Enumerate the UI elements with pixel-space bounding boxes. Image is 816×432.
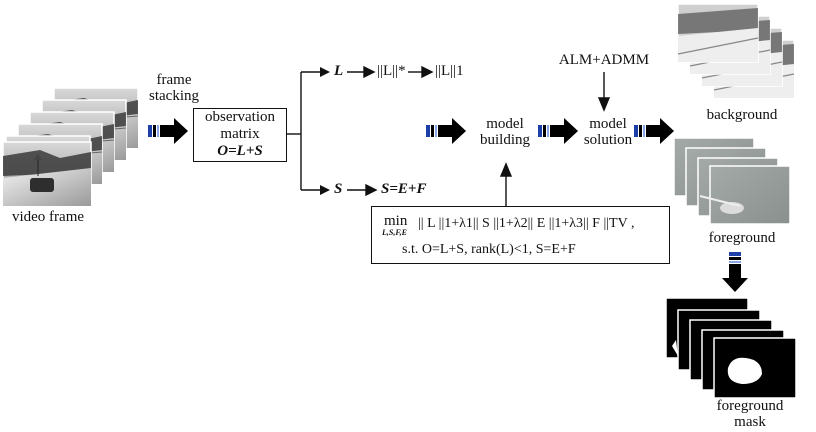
observation-equation: O=L+S [217, 143, 263, 159]
arrow-to-S [320, 185, 330, 195]
S-chain-arrows [347, 183, 378, 197]
arrow-formula-to-building [499, 162, 513, 206]
front-video-frame [2, 141, 92, 207]
video-frame-label: video frame [11, 209, 85, 225]
nuclear-norm-label: ||L||* [377, 63, 406, 79]
foreground-mask-label-1: foreground [716, 398, 784, 414]
foreground-mask-label-2: mask [734, 414, 766, 430]
L-chain-arrows [347, 65, 434, 79]
observation-label: observation [205, 109, 275, 125]
S-symbol: S [334, 181, 343, 197]
branch-connector [287, 71, 320, 191]
foreground-mask-stack [665, 297, 797, 399]
constraint-text: s.t. O=L+S, rank(L)<1, S=E+F [402, 242, 576, 257]
model-building-label-1: model [486, 116, 524, 132]
arrow-to-model-building [426, 118, 466, 144]
mask-blob [727, 357, 762, 384]
observation-matrix-box: observation matrix O=L+S [193, 108, 287, 162]
model-solution-label-2: solution [583, 132, 633, 148]
L-symbol: L [334, 63, 344, 79]
car-shape [30, 178, 54, 192]
matrix-label: matrix [220, 126, 260, 142]
background-label: background [706, 107, 778, 123]
model-building-label-2: building [479, 132, 530, 148]
arrow-foreground-to-mask [722, 252, 748, 292]
arrow-stacking-to-observation [148, 118, 188, 144]
S-decomposition-label: S=E+F [381, 181, 427, 197]
foreground-label: foreground [708, 230, 776, 246]
arrow-alm-to-solution [597, 72, 611, 112]
arrow-to-L [320, 67, 330, 77]
background-frame-stack [677, 3, 795, 99]
frame-stacking-label-1: frame [156, 72, 192, 88]
alm-admm-label: ALM+ADMM [558, 52, 650, 68]
objective-function: || L ||1+λ1|| S ||1+λ2|| E ||1+λ3|| F ||… [418, 216, 635, 231]
model-solution-label-1: model [589, 116, 627, 132]
frame-stacking-label-2: stacking [149, 88, 199, 104]
min-subscript: L,S,F,E [382, 228, 407, 237]
foreground-frame-stack [673, 137, 791, 225]
min-operator: min [384, 213, 408, 229]
optimization-formula-box: min L,S,F,E || L ||1+λ1|| S ||1+λ2|| E |… [371, 206, 670, 264]
l1-norm-label: ||L||1 [435, 63, 464, 79]
